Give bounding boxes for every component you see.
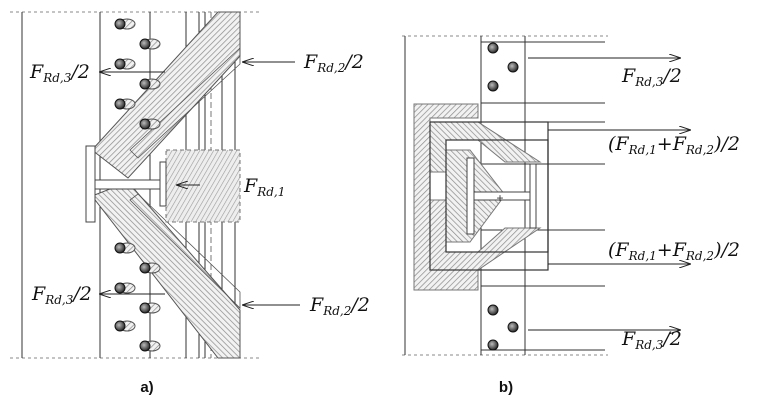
upper-strut-inner xyxy=(129,47,241,159)
bolt xyxy=(114,58,126,70)
upper-strut xyxy=(91,11,241,179)
bolt xyxy=(507,61,519,73)
bolt xyxy=(139,78,151,90)
bolt xyxy=(114,18,126,30)
bolt xyxy=(487,42,499,54)
plate-lines xyxy=(481,41,605,351)
bolt-group-a xyxy=(114,18,161,352)
central-block xyxy=(165,149,241,223)
bolt-group-b xyxy=(487,42,519,351)
bolt xyxy=(487,339,499,351)
panel-a: FRd,3/2 FRd,2/2 FRd,1 FRd,3/2 FRd,2/2 a) xyxy=(10,11,370,396)
bolt xyxy=(114,98,126,110)
bolt xyxy=(139,38,151,50)
label-b-frd3-bottom: FRd,3/2 xyxy=(621,328,682,352)
panel-b: + FRd,3/2 (FRd,1+FRd,2)/2 (FRd,1+FRd,2)/… xyxy=(402,35,740,396)
label-b-frd3-top: FRd,3/2 xyxy=(621,65,682,89)
label-b-sum-top: (FRd,1+FRd,2)/2 xyxy=(608,133,740,157)
outline-frames xyxy=(429,121,549,271)
label-b-sum-bottom: (FRd,1+FRd,2)/2 xyxy=(608,239,740,263)
bolt xyxy=(139,302,151,314)
bolt xyxy=(507,321,519,333)
bolt xyxy=(114,282,126,294)
center-mark: + xyxy=(496,191,503,205)
i-beam-b xyxy=(466,157,537,235)
bolt xyxy=(139,340,151,352)
bolt xyxy=(139,118,151,130)
bolt xyxy=(114,242,126,254)
bolt xyxy=(487,304,499,316)
label-frd3-bottom: FRd,3/2 xyxy=(31,283,92,307)
caption-b: b) xyxy=(499,379,513,396)
label-frd1: FRd,1 xyxy=(243,175,285,199)
i-beam xyxy=(85,145,167,223)
label-frd3-top: FRd,3/2 xyxy=(29,61,90,85)
lower-strut-inner xyxy=(129,193,241,309)
bolt xyxy=(114,320,126,332)
bolt xyxy=(487,80,499,92)
bolt xyxy=(139,262,151,274)
caption-a: a) xyxy=(140,379,153,396)
label-frd2-bottom: FRd,2/2 xyxy=(309,294,370,318)
label-frd2-top: FRd,2/2 xyxy=(303,51,364,75)
